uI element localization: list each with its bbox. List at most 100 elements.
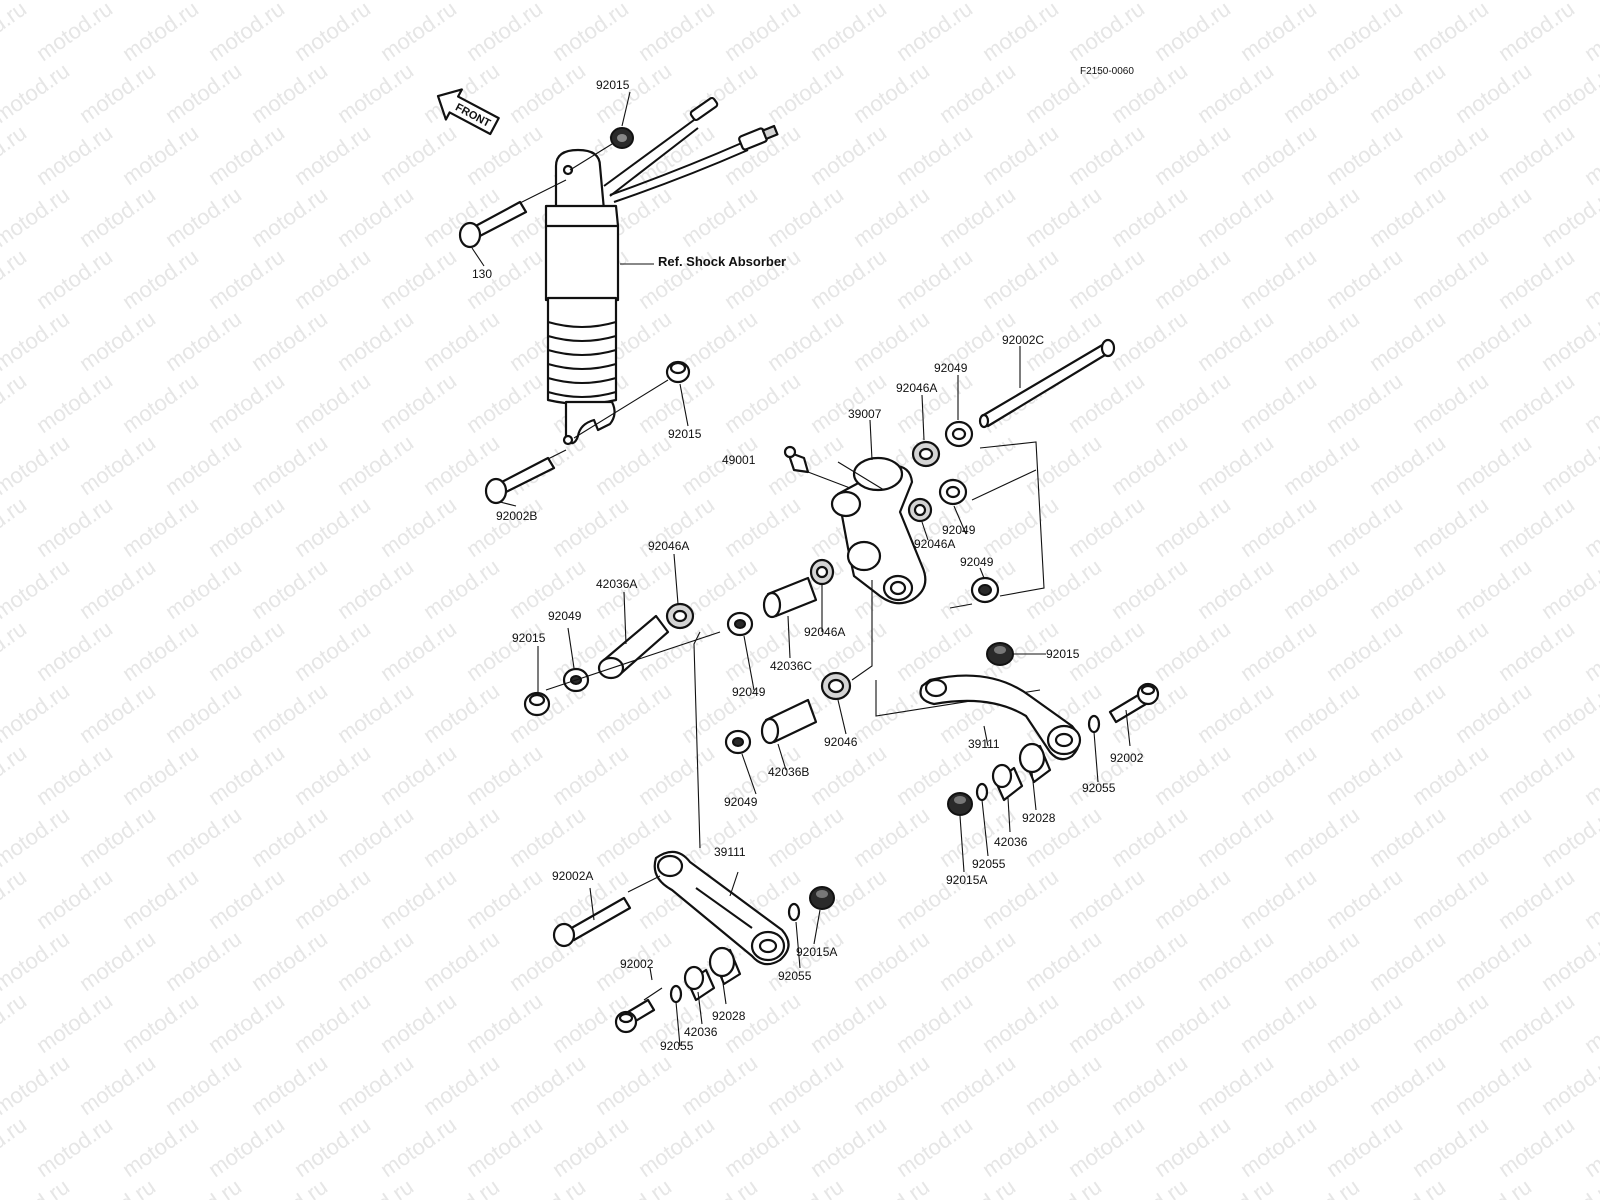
watermark-text: motod.ru (161, 0, 246, 4)
collar-92049-a-icon (944, 420, 974, 448)
watermark-text: motod.ru (1150, 740, 1235, 810)
watermark-text: motod.ru (118, 120, 203, 190)
part-number-92046a: 92046A (804, 625, 845, 639)
watermark-text: motod.ru (1322, 616, 1407, 686)
watermark-text: motod.ru (290, 244, 375, 314)
watermark-text: motod.ru (333, 306, 418, 376)
watermark-text: motod.ru (376, 616, 461, 686)
bearing-92046a-mid-icon (809, 558, 835, 586)
watermark-text: motod.ru (32, 120, 117, 190)
watermark-text: motod.ru (677, 1050, 762, 1120)
watermark-text: motod.ru (1494, 864, 1579, 934)
watermark-text: motod.ru (204, 244, 289, 314)
part-number-92049: 92049 (548, 609, 582, 623)
watermark-text: motod.ru (1365, 182, 1450, 252)
part-number-92049: 92049 (934, 361, 968, 375)
tie-rod-39111-left-icon (653, 850, 790, 966)
watermark-text: motod.ru (0, 368, 31, 438)
watermark-text: motod.ru (118, 864, 203, 934)
watermark-text: motod.ru (1107, 802, 1192, 872)
nut-92015a-left-icon (809, 886, 835, 910)
watermark-text: motod.ru (419, 306, 504, 376)
watermark-text: motod.ru (0, 1174, 74, 1200)
watermark-text: motod.ru (1236, 368, 1321, 438)
watermark-text: motod.ru (1451, 1174, 1536, 1200)
watermark-text: motod.ru (247, 58, 332, 128)
watermark-text: motod.ru (1236, 740, 1321, 810)
watermark-text: motod.ru (1021, 430, 1106, 500)
watermark-text: motod.ru (1064, 988, 1149, 1058)
watermark-text: motod.ru (1580, 492, 1600, 562)
watermark-text: motod.ru (118, 988, 203, 1058)
watermark-text: motod.ru (1236, 988, 1321, 1058)
watermark-text: motod.ru (1193, 430, 1278, 500)
watermark-text: motod.ru (118, 244, 203, 314)
watermark-text: motod.ru (1451, 0, 1536, 4)
watermark-text: motod.ru (161, 802, 246, 872)
watermark-text: motod.ru (591, 678, 676, 748)
watermark-text: motod.ru (935, 0, 1020, 4)
watermark-text: motod.ru (32, 740, 117, 810)
watermark-text: motod.ru (892, 988, 977, 1058)
shock-absorber-icon (544, 96, 779, 446)
watermark-text: motod.ru (634, 0, 719, 66)
watermark-text: motod.ru (1365, 58, 1450, 128)
watermark-text: motod.ru (333, 926, 418, 996)
watermark-text: motod.ru (1150, 864, 1235, 934)
watermark-text: motod.ru (0, 430, 74, 500)
watermark-text: motod.ru (1580, 244, 1600, 314)
watermark-text: motod.ru (247, 926, 332, 996)
watermark-text: motod.ru (75, 802, 160, 872)
watermark-text: motod.ru (634, 1112, 719, 1182)
watermark-text: motod.ru (677, 306, 762, 376)
watermark-text: motod.ru (333, 678, 418, 748)
watermark-text: motod.ru (1236, 120, 1321, 190)
watermark-text: motod.ru (376, 1112, 461, 1182)
watermark-text: motod.ru (161, 678, 246, 748)
part-number-92015a: 92015A (946, 873, 987, 887)
watermark-text: motod.ru (935, 1174, 1020, 1200)
watermark-text: motod.ru (1365, 678, 1450, 748)
watermark-text: motod.ru (290, 492, 375, 562)
watermark-text: motod.ru (634, 740, 719, 810)
part-number-92046a: 92046A (914, 537, 955, 551)
watermark-text: motod.ru (32, 1112, 117, 1182)
watermark-text: motod.ru (0, 244, 31, 314)
part-number-92049: 92049 (942, 523, 976, 537)
watermark-text: motod.ru (247, 0, 332, 4)
watermark-text: motod.ru (204, 616, 289, 686)
watermark-text: motod.ru (1322, 120, 1407, 190)
nut-92015-top-icon (569, 127, 634, 171)
watermark-text: motod.ru (1537, 430, 1600, 500)
watermark-text: motod.ru (1193, 182, 1278, 252)
watermark-text: motod.ru (1451, 926, 1536, 996)
watermark-text: motod.ru (1193, 926, 1278, 996)
watermark-text: motod.ru (1236, 244, 1321, 314)
watermark-text: motod.ru (1193, 306, 1278, 376)
watermark-text: motod.ru (1537, 58, 1600, 128)
watermark-text: motod.ru (1236, 616, 1321, 686)
part-number-92055: 92055 (1082, 781, 1116, 795)
part-number-92028: 92028 (712, 1009, 746, 1023)
watermark-text: motod.ru (1408, 368, 1493, 438)
watermark-text: motod.ru (1322, 1112, 1407, 1182)
watermark-text: motod.ru (0, 678, 74, 748)
nut-92015-bottom-icon (573, 360, 691, 439)
watermark-text: motod.ru (290, 988, 375, 1058)
shaft-92002c-icon (978, 338, 1116, 429)
watermark-text: motod.ru (591, 1050, 676, 1120)
watermark-text: motod.ru (1107, 1050, 1192, 1120)
watermark-text: motod.ru (1021, 1050, 1106, 1120)
watermark-text: motod.ru (1193, 1174, 1278, 1200)
watermark-text: motod.ru (1279, 554, 1364, 624)
watermark-text: motod.ru (1537, 554, 1600, 624)
watermark-text: motod.ru (118, 0, 203, 66)
watermark-text: motod.ru (806, 120, 891, 190)
watermark-text: motod.ru (0, 988, 31, 1058)
watermark-text: motod.ru (548, 1112, 633, 1182)
watermark-text: motod.ru (1193, 554, 1278, 624)
part-number-42036a: 42036A (596, 577, 637, 591)
o-ring-92055-right-b-icon (975, 782, 989, 802)
watermark-text: motod.ru (1236, 1112, 1321, 1182)
watermark-text: motod.ru (1537, 802, 1600, 872)
